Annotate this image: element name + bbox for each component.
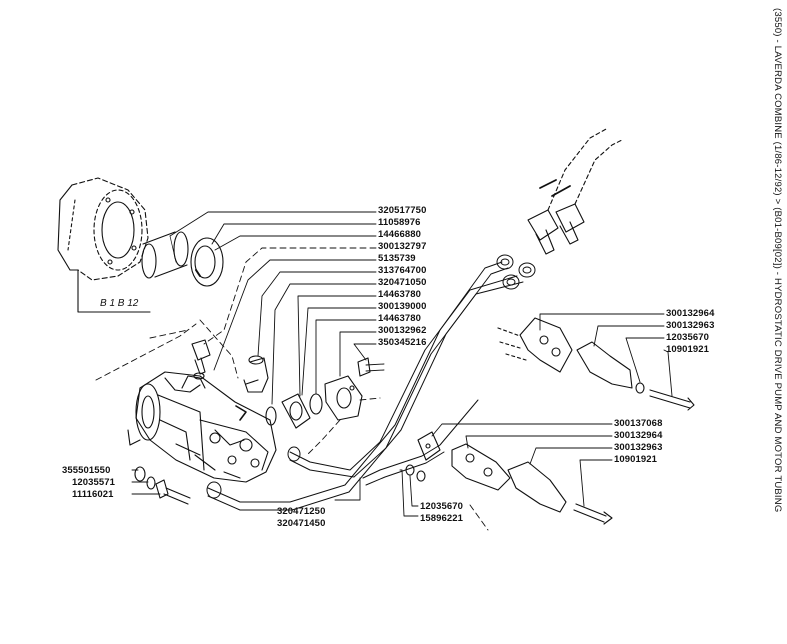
- part-number: 300132964: [614, 430, 663, 441]
- hydrostatic-pump: [127, 371, 277, 483]
- o-ring-1: [265, 406, 277, 426]
- o-ring-2: [309, 393, 323, 415]
- part-number: 320471450: [277, 518, 326, 529]
- part-number: 300132963: [666, 320, 715, 331]
- elbow-fitting: [243, 355, 269, 393]
- washer: [134, 466, 146, 482]
- part-number: 300137068: [614, 418, 663, 429]
- part-number: 320471250: [277, 506, 326, 517]
- part-number: 15896221: [420, 513, 464, 524]
- part-number: 320517750: [378, 205, 427, 216]
- circlip-ring: [190, 237, 224, 287]
- part-number: 5135739: [378, 253, 416, 264]
- part-number: 11058976: [378, 217, 421, 228]
- reference-label: B 1 B 12: [100, 298, 139, 309]
- part-number: 300132962: [378, 325, 427, 336]
- hose-fitting: [191, 339, 211, 380]
- clamp-assembly-upper: [497, 317, 695, 411]
- leader-lines: [131, 211, 673, 517]
- clamp-assembly-lower: [405, 431, 613, 525]
- flange-bolt: [357, 357, 385, 377]
- part-number: 313764700: [378, 265, 427, 276]
- flange-block: [324, 375, 363, 421]
- part-number: 300132963: [614, 442, 663, 453]
- part-number: 14463780: [378, 313, 422, 324]
- motor-fittings: [527, 127, 623, 255]
- gearbox-housing: [57, 177, 149, 281]
- part-number: 300139000: [378, 301, 427, 312]
- part-number: 12035670: [666, 332, 710, 343]
- square-flange: [281, 393, 311, 429]
- diagram-title: (3550) - LAVERDA COMBINE (1/86-12/92) > …: [770, 8, 784, 638]
- hydraulic-tubes: [206, 254, 536, 511]
- part-number: 10901921: [666, 344, 710, 355]
- assembly-lines: [95, 319, 489, 531]
- part-number: 12035571: [72, 477, 116, 488]
- part-number: 12035670: [420, 501, 464, 512]
- reference-bracket: [77, 269, 151, 313]
- part-number: 10901921: [614, 454, 658, 465]
- spring-washer: [146, 476, 156, 490]
- part-number: 300132797: [378, 241, 427, 252]
- part-number: 300132964: [666, 308, 715, 319]
- part-number: 320471050: [378, 277, 427, 288]
- coupling-sleeve: [141, 231, 189, 279]
- part-number: 355501550: [62, 465, 111, 476]
- diagram-title-text: (3550) - LAVERDA COMBINE (1/86-12/92) > …: [772, 8, 783, 513]
- part-number: 350345216: [378, 337, 427, 348]
- part-number: 14463780: [378, 289, 422, 300]
- pump-bolt: [155, 479, 191, 505]
- part-number: 11116021: [72, 489, 114, 500]
- part-number: 14466880: [378, 229, 422, 240]
